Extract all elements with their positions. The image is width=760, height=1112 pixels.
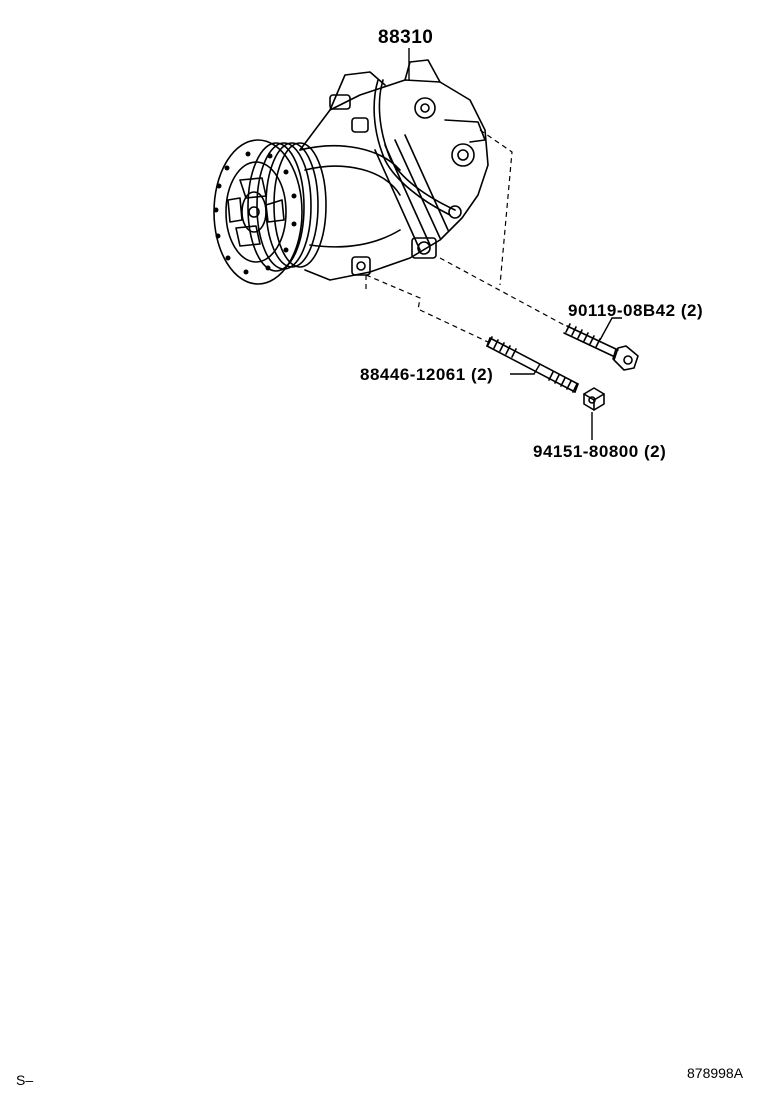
alignment-guides: [365, 129, 567, 343]
leader-lines: [408, 48, 622, 440]
clutch-rivets: [213, 151, 297, 275]
part-label-nut[interactable]: 94151-80800 (2): [533, 443, 666, 460]
illustration-id: 878998A: [687, 1065, 744, 1081]
bolt-illustration: [563, 323, 639, 371]
part-number-compressor[interactable]: 88310: [378, 27, 434, 48]
part-qty-stud: (2): [470, 365, 494, 384]
part-number-stud[interactable]: 88446-12061: [360, 365, 466, 384]
ac-compressor-illustration: [213, 59, 489, 285]
part-number-bolt[interactable]: 90119-08B42: [568, 301, 676, 320]
part-label-bolt[interactable]: 90119-08B42 (2): [568, 302, 703, 319]
part-number-nut[interactable]: 94151-80800: [533, 442, 639, 461]
part-qty-nut: (2): [643, 442, 667, 461]
footer-left-code: S–: [16, 1072, 34, 1088]
part-label-stud[interactable]: 88446-12061 (2): [360, 366, 493, 383]
stud-illustration: [486, 336, 579, 393]
part-qty-bolt: (2): [680, 301, 704, 320]
nut-illustration: [583, 387, 605, 411]
